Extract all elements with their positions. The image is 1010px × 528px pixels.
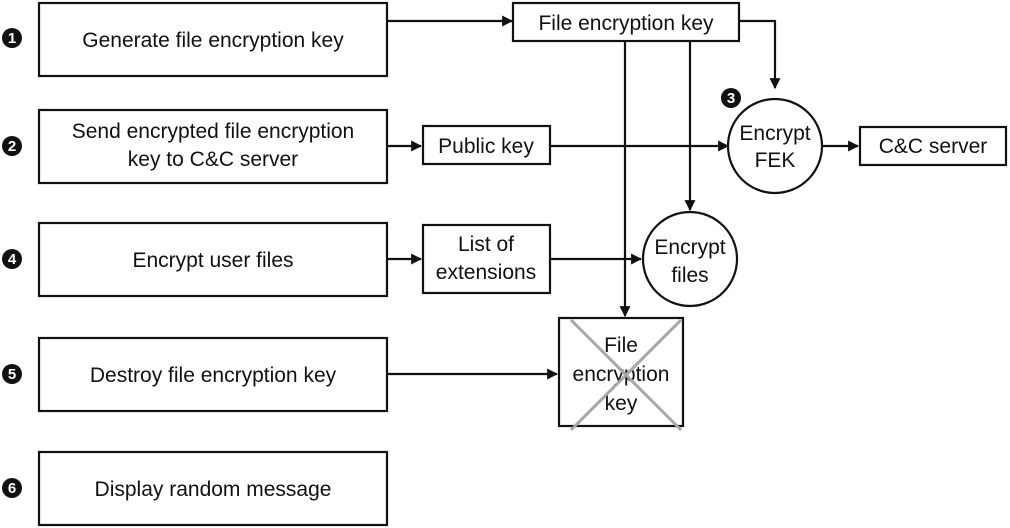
step-label: Display random message	[95, 478, 332, 501]
node-label: C&C server	[879, 135, 988, 158]
step-label: Generate file encryption key	[82, 29, 344, 52]
step-label: Encrypt user files	[132, 249, 293, 272]
arrow-key-to-encrypt-fek	[740, 19, 781, 90]
step-bullet-6: 6	[2, 478, 22, 498]
step-label-line-1: Send encrypted file encryption	[72, 120, 355, 143]
node-label-line-3: key	[605, 392, 638, 415]
step-bullet-number: 2	[8, 138, 16, 155]
connectors	[388, 15, 860, 380]
node-label-line-2: encryption	[573, 363, 670, 386]
step-bullet-1: 1	[2, 28, 22, 48]
node-label-line-1: Encrypt	[654, 236, 725, 259]
node-label: Public key	[438, 135, 534, 158]
cc-server-box: C&C server	[858, 125, 1008, 167]
public-key-box: Public key	[421, 124, 552, 166]
file-encryption-key-box: File encryption key	[511, 1, 741, 43]
step-send-key-box: Send encrypted file encryption key to C&…	[37, 108, 389, 185]
destroyed-key-box: File encryption key	[557, 316, 685, 432]
step-encrypt-files-box: Encrypt user files	[37, 221, 389, 298]
node-label-line-2: extensions	[436, 261, 536, 284]
node-label-line-2: FEK	[755, 149, 796, 172]
step-bullet-5: 5	[2, 364, 22, 384]
node-label-line-1: List of	[458, 233, 514, 256]
step-bullet-number: 3	[727, 90, 735, 107]
node-label: File encryption key	[538, 12, 714, 35]
step-destroy-key-box: Destroy file encryption key	[37, 336, 389, 413]
step-bullet-number: 6	[8, 480, 16, 497]
step-display-message-box: Display random message	[37, 450, 389, 527]
step-label-line-2: key to C&C server	[128, 148, 298, 171]
encrypt-fek-node: Encrypt FEK	[726, 97, 824, 195]
step-bullet-4: 4	[2, 249, 22, 269]
step-bullet-2: 2	[2, 136, 22, 156]
step-bullet-number: 5	[8, 366, 16, 383]
step-bullet-number: 4	[8, 251, 17, 268]
node-label-line-1: Encrypt	[739, 122, 810, 145]
step-bullet-number: 1	[8, 30, 16, 47]
step-bullet-3: 3	[721, 88, 741, 108]
step-label: Destroy file encryption key	[90, 364, 337, 387]
list-of-extensions-box: List of extensions	[421, 223, 552, 295]
node-label-line-1: File	[604, 334, 638, 357]
cross-out-mark	[569, 318, 683, 432]
node-label-line-2: files	[671, 264, 708, 287]
step-generate-key-box: Generate file encryption key	[37, 1, 389, 78]
encrypt-files-node: Encrypt files	[641, 210, 739, 308]
